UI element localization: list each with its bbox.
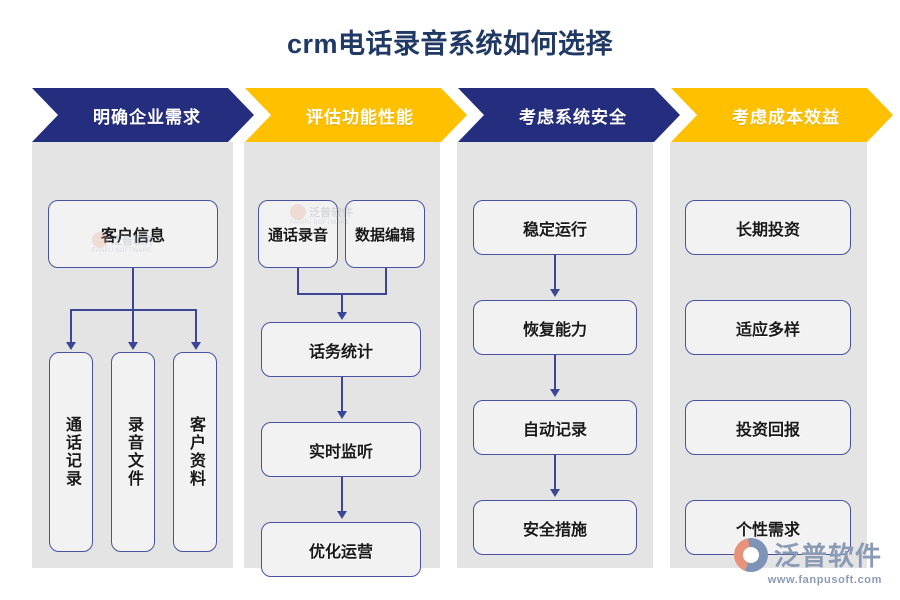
node-chain-3-col3[interactable]: 自动记录 xyxy=(473,400,637,455)
connector-1-col3 xyxy=(554,255,556,291)
node-chain-3-col2[interactable]: 优化运营 xyxy=(261,522,421,577)
node-top-2-col2[interactable]: 数据编辑 xyxy=(345,200,425,268)
node-child-1-col1[interactable]: 通话记录 xyxy=(49,352,93,552)
connector-stem-left-col2 xyxy=(297,268,299,294)
node-chain-1-col3[interactable]: 稳定运行 xyxy=(473,200,637,255)
node-child-3-col1[interactable]: 客户资料 xyxy=(173,352,217,552)
brand-logo: 泛普软件 www.fanpusoft.com xyxy=(733,536,882,586)
node-stack-2-col4[interactable]: 适应多样 xyxy=(685,300,851,355)
node-stack-4-col4[interactable]: 个性需求 xyxy=(685,500,851,555)
brand-logo-name: 泛普软件 xyxy=(773,541,882,571)
column-banner-label-1: 明确企业需求 xyxy=(93,107,201,127)
arrowhead-1-col3 xyxy=(550,289,560,297)
watermark-url-2: FANPU SOFTWARE xyxy=(92,248,152,254)
watermark-logo-1: 泛普软件 FANPU SOFTWARE xyxy=(290,204,353,226)
brand-logo-icon xyxy=(733,537,768,572)
arrowhead-2-col2 xyxy=(337,511,347,519)
connector-stem-col1 xyxy=(132,268,134,310)
column-banner-3[interactable]: 考虑系统安全 xyxy=(458,88,680,142)
node-chain-1-col2[interactable]: 话务统计 xyxy=(261,322,421,377)
watermark-name-2: 泛普软件 xyxy=(111,235,155,247)
connector-stem-right-col2 xyxy=(385,268,387,294)
page-title: crm电话录音系统如何选择 xyxy=(286,29,614,59)
connector-1-col2 xyxy=(341,377,343,413)
connector-2-col2 xyxy=(341,477,343,513)
watermark-name-1: 泛普软件 xyxy=(309,207,353,219)
connector-branch-right-col1 xyxy=(195,309,197,344)
node-root-col1[interactable]: 客户信息 xyxy=(48,200,218,268)
column-banner-4[interactable]: 考虑成本效益 xyxy=(671,88,893,142)
connector-3-col3 xyxy=(554,455,556,491)
arrowhead-left-col1 xyxy=(66,342,76,350)
watermark-mark-icon-1 xyxy=(290,204,306,220)
brand-logo-url: www.fanpusoft.com xyxy=(767,574,882,586)
arrowhead-1-col2 xyxy=(337,411,347,419)
arrowhead-2-col3 xyxy=(550,389,560,397)
arrowhead-mid-col1 xyxy=(128,342,138,350)
arrowhead-right-col1 xyxy=(191,342,201,350)
connector-2-col3 xyxy=(554,355,556,391)
connector-branch-mid-col1 xyxy=(132,309,134,344)
column-banner-label-2: 评估功能性能 xyxy=(306,107,414,127)
column-banner-1[interactable]: 明确企业需求 xyxy=(32,88,254,142)
node-chain-2-col3[interactable]: 恢复能力 xyxy=(473,300,637,355)
connector-branch-left-col1 xyxy=(70,309,72,344)
column-banner-label-4: 考虑成本效益 xyxy=(732,107,840,127)
column-banner-2[interactable]: 评估功能性能 xyxy=(245,88,467,142)
node-stack-1-col4[interactable]: 长期投资 xyxy=(685,200,851,255)
arrowhead-3-col3 xyxy=(550,489,560,497)
node-top-1-col2[interactable]: 通话录音 xyxy=(258,200,338,268)
node-chain-2-col2[interactable]: 实时监听 xyxy=(261,422,421,477)
connector-merge-stem-col2 xyxy=(341,293,343,315)
node-stack-3-col4[interactable]: 投资回报 xyxy=(685,400,851,455)
watermark-mark-icon-2 xyxy=(92,232,108,248)
arrowhead-merge-col2 xyxy=(337,312,347,320)
node-chain-4-col3[interactable]: 安全措施 xyxy=(473,500,637,555)
watermark-url-1: FANPU SOFTWARE xyxy=(290,220,350,226)
watermark-logo-2: 泛普软件 FANPU SOFTWARE xyxy=(92,232,155,254)
flowchart-board: 客户信息 通话记录 录音文件 客户资料 通话录音 数据编辑 话务统计 实时监听 … xyxy=(0,88,900,577)
node-child-2-col1[interactable]: 录音文件 xyxy=(111,352,155,552)
column-banner-label-3: 考虑系统安全 xyxy=(519,107,627,127)
